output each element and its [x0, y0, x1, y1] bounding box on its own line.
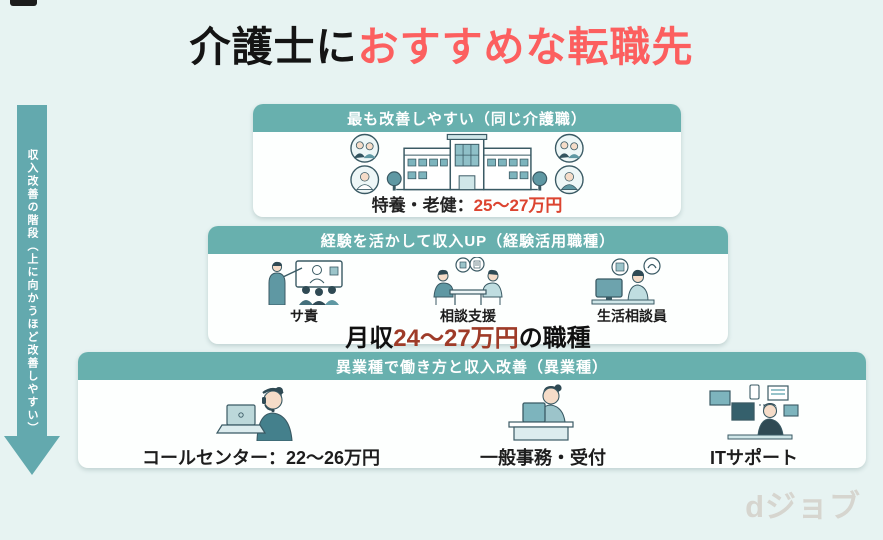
tier3-item-office-reception: 一般事務・受付: [480, 383, 606, 476]
tier2-item-consultation-support: 相談支援: [426, 257, 510, 326]
care-facility-illustration: [350, 133, 584, 195]
advisor-computer-icon: [591, 257, 661, 305]
it-support-monitors-icon: [709, 384, 799, 440]
tier1-caption: 特養・老健：25～27万円: [372, 196, 563, 216]
tier2-item-life-consultant: 生活相談員: [590, 257, 674, 326]
staff-avatar-nurse-left: [350, 165, 380, 195]
d-job-logo: dジョブ: [745, 489, 861, 524]
staff-avatar-couple-right: [554, 133, 584, 163]
tier1-caption-label: 特養・老健：: [371, 196, 474, 215]
tier2-caption-suffix: の職種: [518, 325, 591, 352]
tier1-header: 最も改善しやすい（同じ介護職）: [253, 104, 681, 132]
tier2-caption-price: 24～27万円: [393, 325, 519, 352]
tier2-item-label: 相談支援: [440, 308, 496, 324]
income-stairs-arrow-label: 収入改善の階段（上に向かうほど改善しやすい）: [26, 149, 38, 435]
staff-avatar-man-right: [554, 165, 584, 195]
tier3-item-label: 一般事務・受付: [480, 448, 607, 468]
tier3-item-it-support: ITサポート: [706, 383, 802, 476]
tier3-item-label: ITサポート: [710, 448, 798, 468]
title-black-part: 介護士に: [189, 24, 358, 70]
tier1-caption-price: 25～27万円: [473, 196, 563, 215]
call-center-headset-icon: [215, 387, 293, 441]
tier2-experience-jobs: 経験を活かして収入UP（経験活用職種） サ責: [208, 226, 728, 352]
tier3-items: コールセンター：22～26万円 一般事務・受付: [78, 380, 866, 476]
top-edge-artifact: [10, 0, 37, 6]
tier2-caption: 月収24～27万円の職種: [208, 326, 728, 354]
tier2-header: 経験を活かして収入UP（経験活用職種）: [208, 226, 728, 254]
tier2-caption-prefix: 月収: [345, 325, 394, 352]
arrow-down-head-icon: [4, 436, 60, 475]
title-red-part: おすすめな転職先: [357, 24, 694, 70]
tier2-items: サ責: [208, 254, 728, 326]
tier2-item-service-leader: サ責: [262, 259, 346, 326]
tier2-item-label: 生活相談員: [597, 308, 667, 324]
consultation-table-icon: [433, 257, 503, 305]
income-stairs-arrow: 収入改善の階段（上に向かうほど改善しやすい）: [17, 105, 47, 437]
tier3-header: 異業種で働き方と収入改善（異業種）: [78, 352, 866, 380]
tier1-same-care-job: 最も改善しやすい（同じ介護職）: [253, 104, 681, 217]
staff-avatar-couple-left: [350, 133, 380, 163]
tier3-item-call-center: コールセンター：22～26万円: [142, 383, 380, 476]
office-reception-desk-icon: [508, 384, 574, 441]
tier2-item-label: サ責: [290, 308, 318, 324]
meeting-presentation-icon: [268, 260, 343, 305]
tier1-body: 特養・老健：25～27万円: [253, 132, 681, 220]
page-title: 介護士におすすめな転職先: [0, 13, 883, 73]
tier3-item-label: コールセンター：22～26万円: [141, 448, 381, 468]
tier3-other-industry: 異業種で働き方と収入改善（異業種） コールセンター：22～26万円: [78, 352, 866, 468]
